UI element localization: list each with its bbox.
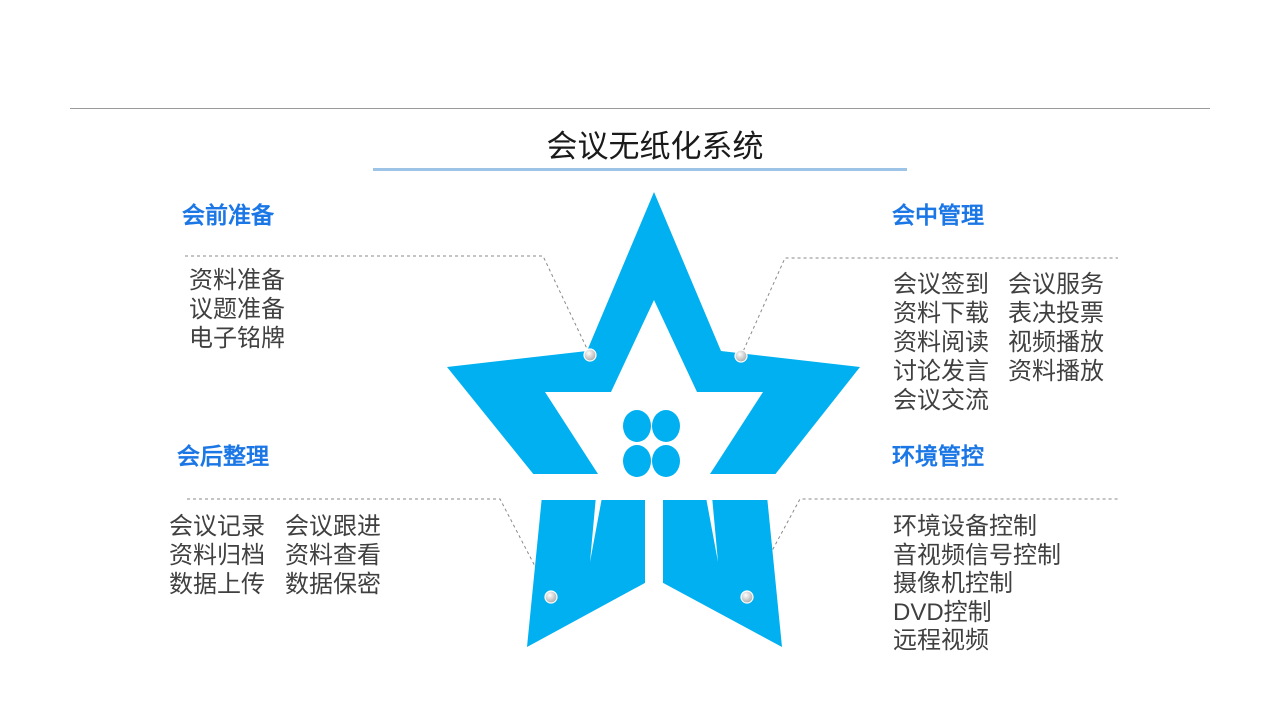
star-vertical-gap — [645, 474, 663, 660]
dot — [652, 445, 680, 477]
item-label: 资料下载 — [893, 300, 989, 327]
connector-marker-post-meeting — [544, 590, 558, 604]
heading-in-meeting: 会中管理 — [892, 202, 984, 228]
item-label: 视频播放 — [1008, 329, 1104, 356]
list-row: 资料阅读 视频播放 — [893, 328, 1123, 357]
list-item: 远程视频 — [893, 627, 1093, 656]
dot — [623, 410, 651, 442]
item-label: 会议记录 — [169, 513, 265, 540]
item-label: 议题准备 — [189, 296, 285, 323]
list-row: 会议交流 — [893, 386, 1123, 415]
item-label: 表决投票 — [1008, 300, 1104, 327]
item-label: 远程视频 — [893, 627, 989, 654]
list-row: 讨论发言 资料播放 — [893, 357, 1123, 386]
connector-marker-pre-meeting — [583, 348, 597, 362]
list-in-meeting: 会议签到 会议服务 资料下载 表决投票 资料阅读 视频播放 讨论发言 资料播放 … — [893, 270, 1123, 415]
item-label: 环境设备控制 — [893, 513, 1037, 540]
list-item: 摄像机控制 — [893, 570, 1093, 599]
item-label: 电子铭牌 — [189, 325, 285, 352]
heading-post-meeting: 会后整理 — [177, 443, 269, 469]
list-post-meeting: 会议记录 会议跟进 资料归档 资料查看 数据上传 数据保密 — [169, 512, 389, 599]
star-inner — [545, 300, 763, 562]
star-horizontal-gap — [520, 474, 790, 500]
dot — [652, 410, 680, 442]
connector-marker-in-meeting — [734, 349, 748, 363]
connector-marker-environment — [740, 590, 754, 604]
page-title: 会议无纸化系统 — [546, 129, 764, 164]
item-label: 音视频信号控制 — [893, 541, 1061, 569]
item-label: 讨论发言 — [893, 358, 989, 385]
item-label: 会议签到 — [893, 271, 989, 298]
top-rule — [70, 108, 1210, 109]
item-label: 资料归档 — [169, 542, 265, 569]
star-outer — [447, 192, 860, 647]
item-label: 会议跟进 — [285, 513, 381, 540]
list-item: 环境设备控制 — [893, 513, 1093, 542]
item-label: 资料准备 — [189, 267, 285, 294]
item-label: 摄像机控制 — [893, 570, 1013, 597]
dot — [623, 445, 651, 477]
heading-pre-meeting: 会前准备 — [182, 202, 274, 228]
item-label: 资料查看 — [285, 542, 381, 569]
list-row: 资料下载 表决投票 — [893, 299, 1123, 328]
list-row: 会议记录 会议跟进 — [169, 512, 389, 541]
item-label: DVD控制 — [893, 598, 992, 626]
item-label: 数据保密 — [285, 571, 381, 598]
list-item: 音视频信号控制 — [893, 542, 1093, 571]
heading-environment: 环境管控 — [892, 443, 984, 469]
list-item: DVD控制 — [893, 599, 1093, 628]
item-label: 资料阅读 — [893, 329, 989, 356]
list-row: 资料归档 资料查看 — [169, 541, 389, 570]
item-label: 资料播放 — [1008, 358, 1104, 385]
title-underline — [373, 168, 907, 171]
item-label: 会议服务 — [1008, 271, 1104, 298]
list-environment: 环境设备控制 音视频信号控制 摄像机控制 DVD控制 远程视频 — [893, 513, 1093, 656]
list-row: 会议签到 会议服务 — [893, 270, 1123, 299]
center-four-dots-icon — [623, 410, 680, 477]
list-row: 数据上传 数据保密 — [169, 570, 389, 599]
item-label: 会议交流 — [893, 387, 989, 414]
item-label: 数据上传 — [169, 571, 265, 598]
